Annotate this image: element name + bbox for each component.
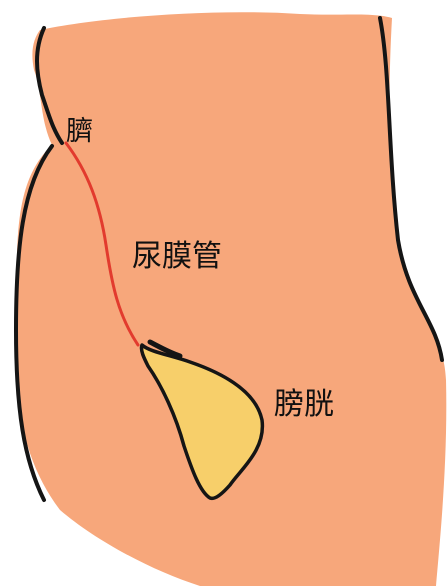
bladder-label: 膀胱	[274, 387, 334, 422]
umbilicus-label: 臍	[66, 116, 93, 147]
torso-shape	[16, 12, 446, 586]
urachus-label: 尿膜管	[132, 239, 222, 274]
